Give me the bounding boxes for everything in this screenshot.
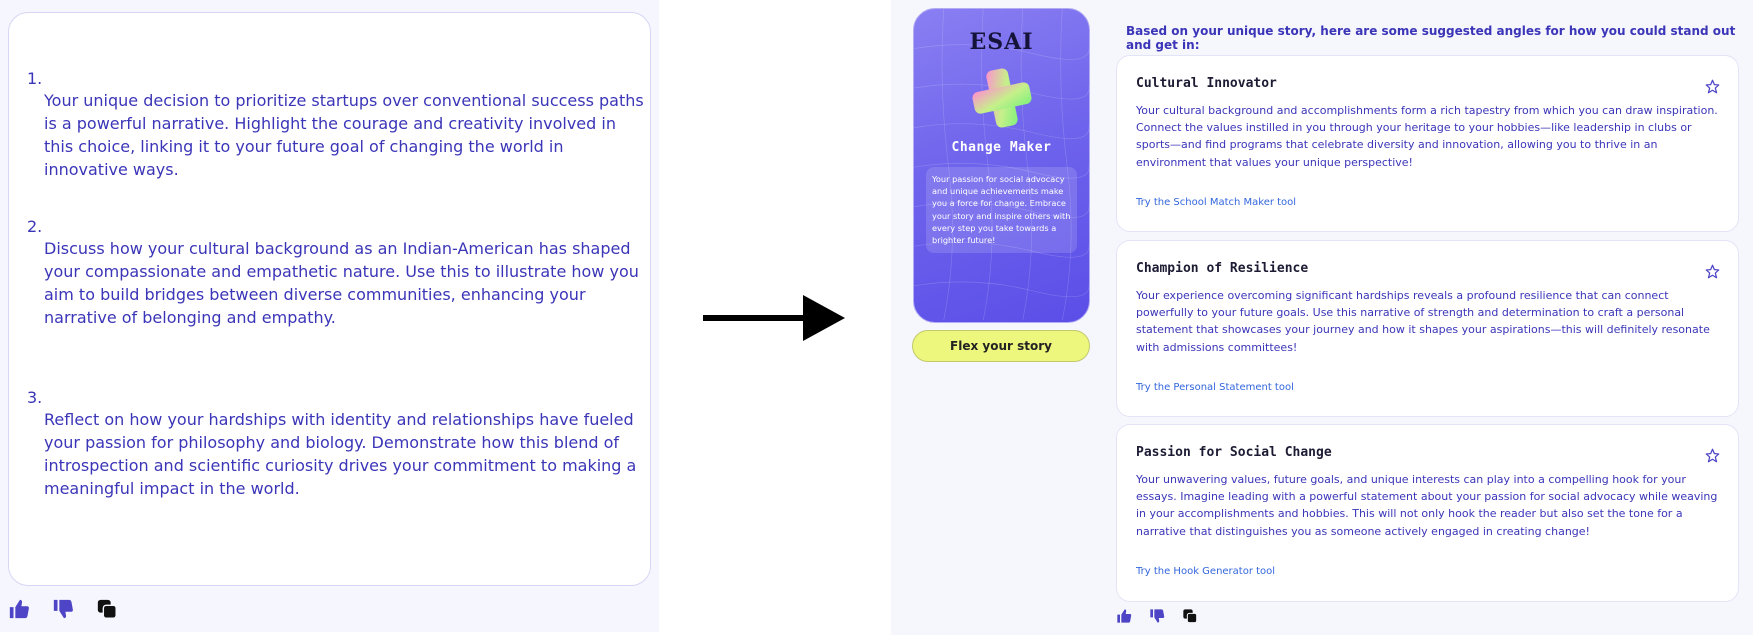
angle-title: Cultural Innovator (1136, 76, 1277, 91)
list-item-number: 2. (27, 217, 43, 236)
angles-actions (1116, 608, 1215, 624)
plus-cross-icon (972, 68, 1032, 128)
response-actions (8, 598, 140, 620)
thumbs-up-icon[interactable] (8, 598, 30, 620)
angle-title: Passion for Social Change (1136, 445, 1332, 460)
list-item-number: 3. (27, 388, 43, 407)
thumbs-down-icon[interactable] (52, 598, 74, 620)
persona-description: Your passion for social advocacy and uni… (926, 167, 1077, 253)
response-card: 1. Your unique decision to prioritize st… (8, 12, 651, 586)
persona-card: ESAI Change Maker Your passion for socia… (913, 8, 1090, 323)
angle-card: Passion for Social Change Your unwaverin… (1116, 424, 1739, 602)
thumbs-up-icon[interactable] (1116, 608, 1132, 624)
angle-body: Your unwavering values, future goals, an… (1136, 473, 1718, 538)
brand-logo: ESAI (969, 29, 1034, 55)
angle-card: Cultural Innovator Your cultural backgro… (1116, 55, 1739, 232)
star-icon[interactable] (1705, 448, 1720, 463)
star-icon[interactable] (1705, 79, 1720, 94)
persona-title: Change Maker (951, 140, 1052, 155)
arrow-right-icon (703, 295, 845, 341)
angle-card: Champion of Resilience Your experience o… (1116, 240, 1739, 417)
angle-body: Your experience overcoming significant h… (1136, 289, 1710, 354)
left-panel: 1. Your unique decision to prioritize st… (0, 0, 659, 632)
copy-icon[interactable] (96, 598, 118, 620)
angle-title: Champion of Resilience (1136, 261, 1309, 276)
copy-icon[interactable] (1182, 608, 1198, 624)
tool-link[interactable]: Try the Personal Statement tool (1136, 382, 1294, 393)
list-item-number: 1. (27, 69, 43, 88)
list-item-text: Discuss how your cultural background as … (44, 239, 639, 327)
star-icon[interactable] (1705, 264, 1720, 279)
angle-body: Your cultural background and accomplishm… (1136, 104, 1718, 169)
list-item-text: Your unique decision to prioritize start… (44, 91, 644, 179)
grid-pattern (914, 9, 1089, 321)
thumbs-down-icon[interactable] (1149, 608, 1165, 624)
flex-story-button[interactable]: Flex your story (912, 330, 1090, 362)
angles-header: Based on your unique story, here are som… (1126, 24, 1736, 52)
tool-link[interactable]: Try the Hook Generator tool (1136, 566, 1276, 577)
tool-link[interactable]: Try the School Match Maker tool (1136, 197, 1297, 208)
list-item-text: Reflect on how your hardships with ident… (44, 410, 637, 498)
